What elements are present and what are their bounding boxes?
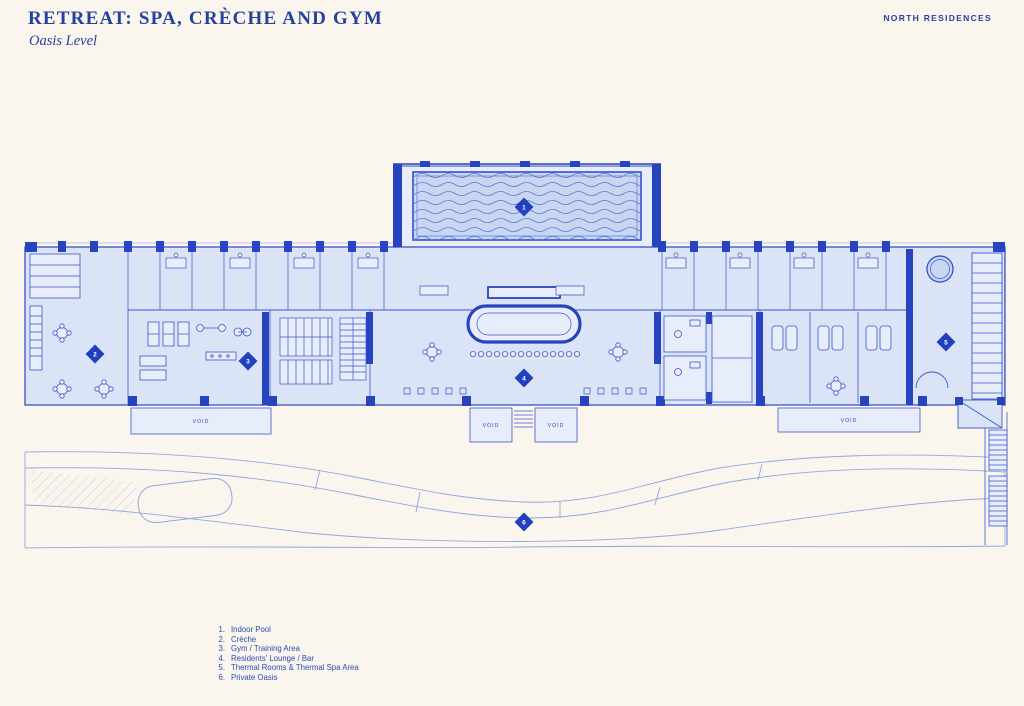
- bottom-wall-piers: [128, 396, 927, 406]
- legend-label: Thermal Rooms & Thermal Spa Area: [231, 663, 359, 673]
- legend-label: Residents' Lounge / Bar: [231, 653, 314, 663]
- marker-private-oasis: 6: [514, 512, 534, 532]
- marker-gym: 3: [238, 351, 258, 371]
- bar-counter: [466, 304, 582, 344]
- legend-item-creche: 2. Crèche: [212, 635, 359, 645]
- void-box-center-left: [469, 407, 513, 443]
- void-boxes: [130, 407, 921, 443]
- legend-number: 1.: [218, 625, 225, 634]
- legend-item-gym: 3. Gym / Training Area: [212, 644, 359, 654]
- void-label: VOID: [483, 423, 500, 429]
- exterior-plant-room: [955, 397, 1005, 429]
- thermal-spa: [915, 252, 1005, 429]
- svg-text:5: 5: [944, 339, 948, 346]
- treatment-beds: [165, 252, 879, 269]
- pond: [30, 470, 233, 524]
- creche-table: [94, 379, 114, 399]
- stairs: [339, 317, 367, 381]
- svg-text:6: 6: [522, 519, 526, 526]
- legend-item-private-oasis: 6. Private Oasis: [212, 673, 359, 683]
- legend-label: Crèche: [231, 634, 257, 644]
- thermal-rooms: [663, 315, 892, 403]
- right-walkway: [984, 412, 1008, 545]
- round-plunge-pool: [926, 255, 954, 283]
- page-title: RETREAT: SPA, CRÈCHE AND GYM: [28, 8, 384, 29]
- legend-number: 5.: [218, 663, 225, 673]
- void-label: VOID: [548, 423, 565, 429]
- legend: 1. Indoor Pool 2. Crèche 3. Gym / Traini…: [212, 625, 359, 683]
- thermal-loungers: [771, 325, 892, 351]
- top-wall-piers: [25, 241, 1005, 252]
- lounge-table: [422, 342, 442, 362]
- void-box-left: [130, 407, 272, 435]
- void-label: VOID: [841, 418, 858, 424]
- legend-number: 4.: [218, 653, 225, 663]
- creche-area: [29, 253, 114, 399]
- marker-thermal: 5: [936, 332, 956, 352]
- legend-item-lounge: 4. Residents' Lounge / Bar: [212, 654, 359, 664]
- entrance-steps: [514, 410, 533, 428]
- lounge-chairs: [403, 387, 647, 395]
- legend-item-indoor-pool: 1. Indoor Pool: [212, 625, 359, 635]
- marker-lounge: 4: [514, 368, 534, 388]
- void-box-center-right: [534, 407, 578, 443]
- lounge-area: [403, 285, 647, 395]
- legend-label: Indoor Pool: [231, 625, 271, 634]
- marker-indoor-pool: 1: [514, 197, 534, 217]
- legend-item-thermal: 5. Thermal Rooms & Thermal Spa Area: [212, 663, 359, 673]
- svg-text:4: 4: [522, 375, 526, 382]
- lounge-sofas: [419, 285, 585, 296]
- legend-number: 3.: [218, 644, 225, 654]
- thermal-table: [826, 376, 846, 396]
- void-box-right: [777, 407, 921, 433]
- legend-number: 6.: [218, 672, 225, 682]
- room-divider-lines: [127, 249, 887, 310]
- bar-stools: [469, 350, 581, 357]
- void-labels: VOID VOID VOID VOID: [193, 418, 858, 429]
- brand-label: NORTH RESIDENCES: [883, 13, 992, 23]
- void-label: VOID: [193, 419, 210, 425]
- page-subtitle: Oasis Level: [29, 33, 98, 49]
- locker-area: [279, 317, 367, 385]
- marker-creche: 2: [85, 344, 105, 364]
- legend-label: Gym / Training Area: [231, 644, 300, 654]
- creche-table: [52, 379, 72, 399]
- legend-label: Private Oasis: [231, 672, 278, 682]
- svg-text:1: 1: [522, 204, 526, 211]
- back-bar: [487, 286, 561, 299]
- gym-area: [139, 321, 252, 381]
- legend-number: 2.: [218, 634, 225, 644]
- lounge-table: [608, 342, 628, 362]
- terrain-lines: [24, 451, 1006, 549]
- creche-table: [52, 323, 72, 343]
- svg-text:3: 3: [246, 358, 250, 365]
- svg-text:2: 2: [93, 351, 97, 358]
